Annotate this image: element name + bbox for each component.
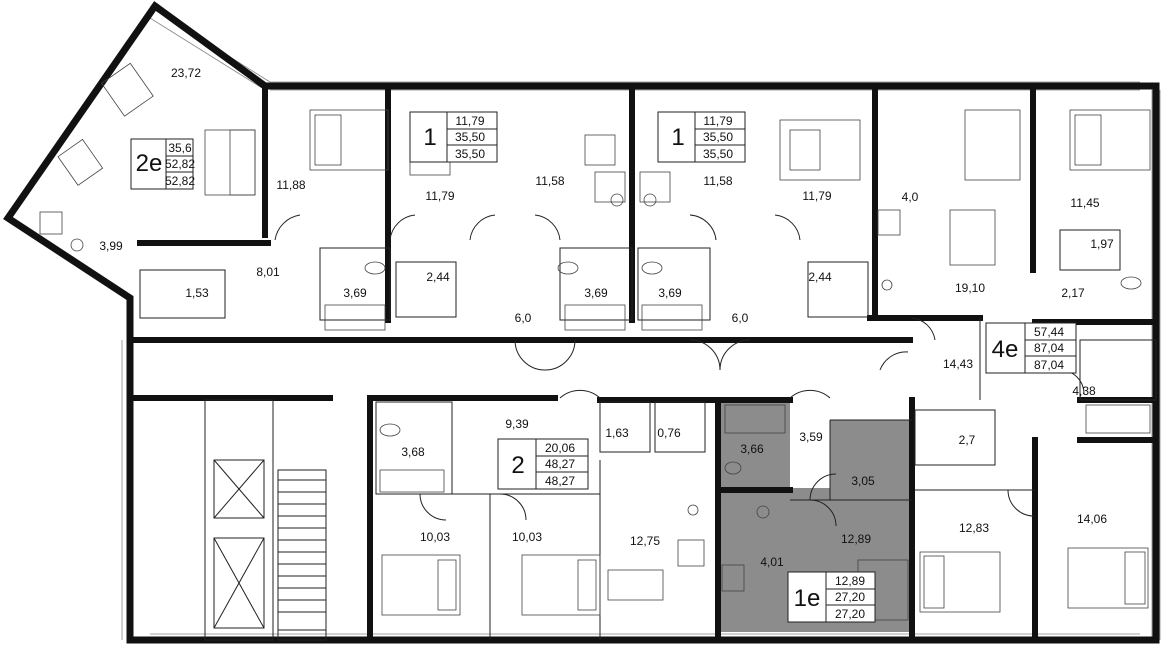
room-area: 14,43 [943, 357, 973, 371]
room-area: 11,58 [535, 174, 564, 188]
room-area: 2,17 [1061, 286, 1085, 300]
apartment-badge-1b[interactable]: 1 11,79 35,50 35,50 [657, 111, 746, 163]
apartment-type: 1e [794, 585, 821, 612]
exterior-walls [3, 1, 1160, 644]
room-area: 9,39 [505, 417, 529, 431]
room-area: 4,01 [760, 555, 784, 569]
apartment-badge-2[interactable]: 2 20,06 48,27 48,27 [497, 438, 589, 490]
room-area: 8,01 [256, 265, 280, 279]
room-area: 12,89 [841, 532, 871, 546]
room-area: 14,06 [1077, 512, 1107, 526]
room-area: 1,63 [605, 426, 629, 440]
apartment-type: 1 [671, 124, 684, 151]
room-area: 6,0 [732, 311, 749, 325]
stairs-icon [277, 479, 327, 631]
room-area: 4,0 [902, 190, 919, 204]
room-area: 11,58 [703, 174, 732, 188]
svg-text:35,50: 35,50 [703, 147, 733, 161]
room-area: 6,0 [515, 311, 532, 325]
room-area: 10,03 [512, 530, 542, 544]
door-swing-icon [274, 214, 1085, 527]
svg-text:52,82: 52,82 [165, 157, 195, 171]
apartment-type: 2e [136, 150, 163, 177]
partition-walls [139, 229, 1157, 641]
svg-text:52,82: 52,82 [165, 174, 195, 188]
apartment-badge-1a[interactable]: 1 11,79 35,50 35,50 [409, 111, 498, 163]
stove-icon [39, 171, 901, 592]
toilet-icon [364, 261, 1142, 475]
room-area: 3,69 [658, 286, 682, 300]
apartment-badge-2e[interactable]: 2e 35,6 52,82 52,82 [130, 138, 195, 190]
room-area: 3,69 [584, 286, 608, 300]
svg-text:12,89: 12,89 [835, 574, 865, 588]
apartment-type: 2 [511, 452, 524, 479]
room-area: 11,79 [425, 189, 454, 203]
room-area: 3,69 [343, 286, 367, 300]
room-area: 3,05 [851, 474, 875, 488]
svg-text:87,04: 87,04 [1034, 358, 1064, 372]
apartment-badge-1e[interactable]: 1e 12,89 27,20 27,20 [787, 571, 876, 623]
svg-text:35,50: 35,50 [703, 130, 733, 144]
room-area: 19,10 [955, 281, 985, 295]
bathtub-icon [324, 304, 1151, 493]
room-area: 2,44 [808, 270, 832, 284]
svg-text:11,79: 11,79 [703, 114, 732, 128]
room-area: 11,79 [802, 189, 831, 203]
room-area: 3,66 [740, 442, 764, 456]
svg-text:35,50: 35,50 [455, 147, 485, 161]
room-area: 23,72 [171, 66, 201, 80]
svg-text:20,06: 20,06 [545, 441, 575, 455]
sink-icon [70, 193, 893, 519]
svg-text:87,04: 87,04 [1034, 341, 1064, 355]
svg-text:27,20: 27,20 [835, 590, 865, 604]
svg-text:27,20: 27,20 [835, 607, 865, 621]
room-area: 1,53 [185, 286, 209, 300]
svg-text:57,44: 57,44 [1034, 325, 1064, 339]
apartment-badge-4e[interactable]: 4e 57,44 87,04 87,04 [985, 322, 1077, 374]
room-area: 0,76 [657, 426, 681, 440]
apartment-type: 1 [423, 124, 436, 151]
apartment-type: 4e [992, 336, 1019, 363]
dining-table-icon [57, 134, 996, 601]
room-area: 2,44 [426, 270, 450, 284]
room-area: 3,59 [799, 430, 823, 444]
svg-text:11,79: 11,79 [455, 114, 484, 128]
room-area: 3,68 [401, 445, 425, 459]
room-area: 2,7 [959, 433, 976, 447]
svg-text:48,27: 48,27 [545, 474, 575, 488]
room-area: 10,03 [420, 530, 450, 544]
room-area-labels: 23,72 3,99 1,53 8,01 11,88 3,69 11,79 2,… [99, 66, 1114, 569]
sofa-icon [101, 62, 1021, 621]
room-area: 1,97 [1090, 237, 1114, 251]
room-area: 11,45 [1070, 196, 1099, 210]
bed-icon [309, 109, 1151, 616]
room-area: 3,99 [99, 239, 123, 253]
room-area: 12,83 [959, 521, 989, 535]
room-area: 11,88 [276, 178, 305, 192]
svg-text:48,27: 48,27 [545, 457, 575, 471]
svg-text:35,6: 35,6 [168, 141, 192, 155]
svg-text:35,50: 35,50 [455, 130, 485, 144]
room-area: 12,75 [630, 534, 660, 548]
elevator-icon [213, 459, 265, 629]
room-area: 4,38 [1072, 384, 1096, 398]
